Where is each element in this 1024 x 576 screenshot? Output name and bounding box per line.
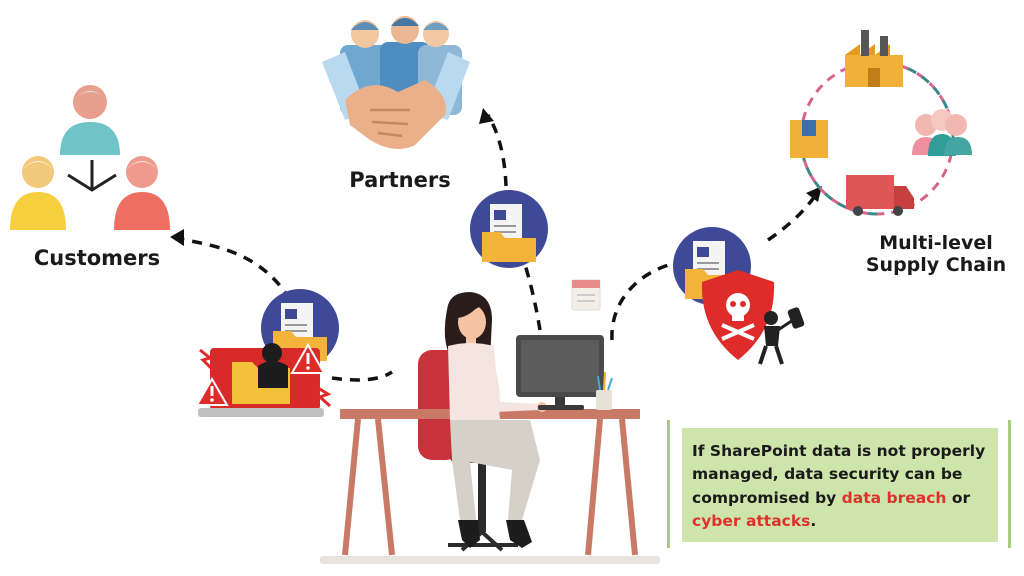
- callout-highlight-data-breach: data breach: [841, 488, 947, 507]
- customers-icon: [10, 85, 170, 230]
- supply-chain-label: Multi-level Supply Chain: [856, 232, 1016, 277]
- partners-icon: [322, 16, 470, 149]
- arrow-to-supply-chain: [610, 186, 822, 341]
- pencil-cup-icon: [596, 371, 613, 410]
- document-folder-icon: [470, 190, 548, 268]
- package-icon: [790, 120, 828, 158]
- callout-text-end: .: [810, 511, 817, 530]
- warning-icon: [290, 342, 326, 374]
- callout-text-middle: or: [946, 488, 971, 507]
- callout-text: If SharePoint data is not properly manag…: [692, 442, 986, 507]
- hacker-icon: [758, 307, 805, 365]
- truck-icon: [846, 175, 914, 216]
- supply-chain-label-line2: Supply Chain: [865, 254, 1007, 277]
- supply-chain-label-line1: Multi-level: [879, 232, 993, 254]
- hacker-laptop-icon: [198, 343, 324, 417]
- lightning-icon: [199, 348, 332, 408]
- callout-box: If SharePoint data is not properly manag…: [682, 428, 998, 542]
- warning-icon: [195, 376, 229, 406]
- shield-skull-icon: [701, 270, 775, 360]
- callout-highlight-cyber-attacks: cyber attacks: [692, 511, 811, 530]
- arrow-to-customers: [170, 229, 292, 301]
- woman-icon: [444, 292, 547, 548]
- people-icon: [912, 109, 972, 156]
- callout-bar-left: [667, 420, 670, 548]
- factory-icon: [845, 30, 903, 87]
- calendar-icon: [571, 279, 601, 311]
- arrow-laptop-tail: [331, 370, 393, 382]
- callout-bar-right: [1008, 420, 1011, 548]
- monitor-icon: [516, 335, 604, 410]
- partners-label: Partners: [349, 168, 451, 192]
- customers-label: Customers: [33, 246, 161, 270]
- arrow-to-partners: [479, 108, 542, 331]
